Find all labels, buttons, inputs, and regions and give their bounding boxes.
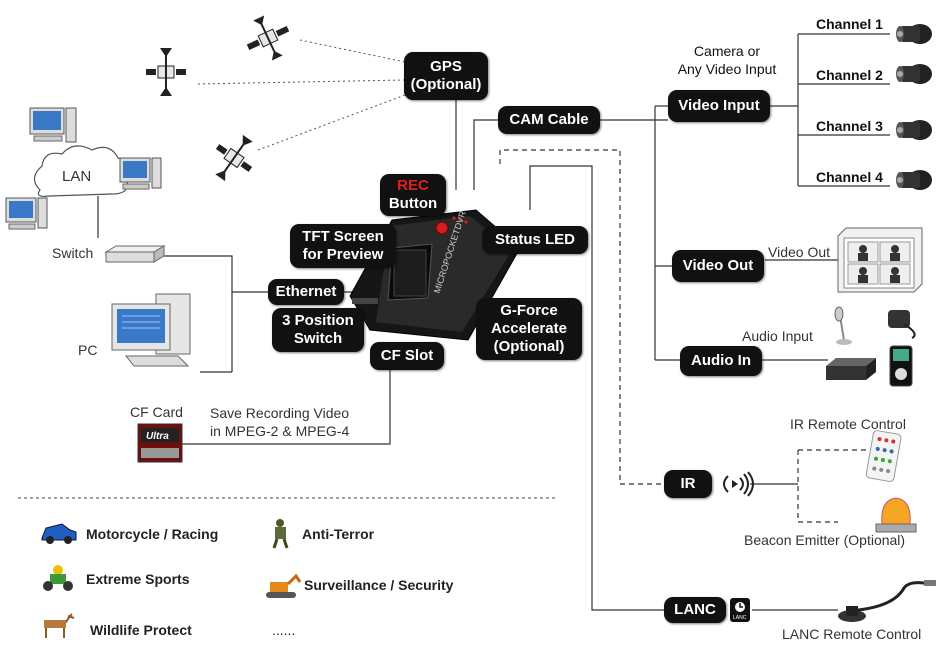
pc-label: PC (78, 342, 98, 358)
audio-in-label: Audio In (691, 352, 751, 369)
camera-input-line1: Camera or (693, 43, 761, 59)
ethernet-label: Ethernet (275, 283, 337, 300)
ir-dashed-lines (499, 149, 870, 523)
satellite-icon (215, 134, 253, 182)
channel-4-label: Channel 4 (816, 169, 883, 185)
network-switch-icon (104, 245, 166, 263)
deer-icon (44, 613, 75, 638)
tft-screen-pill: TFT Screen for Preview (290, 224, 396, 268)
quad-monitor-icon (837, 227, 923, 293)
video-out-label: Video Out (682, 257, 754, 274)
ir-remote-caption: IR Remote Control (790, 416, 906, 432)
audio-in-pill: Audio In (680, 346, 762, 376)
category-motorcycle-racing: Motorcycle / Racing (86, 526, 219, 542)
video-out-pill: Video Out (672, 250, 764, 282)
ethernet-pill: Ethernet (268, 279, 344, 305)
headset-icon (888, 310, 916, 339)
cf-slot-label: CF Slot (380, 347, 434, 364)
camera-icon (896, 120, 932, 140)
camera-icon (896, 64, 932, 84)
tft-line1: TFT Screen (302, 228, 384, 245)
lanc-label: LANC (674, 601, 716, 618)
cf-card-brand: Ultra (146, 431, 169, 442)
save-line2: in MPEG-2 & MPEG-4 (210, 423, 350, 439)
media-player-icon (889, 345, 913, 387)
switch-line1: 3 Position (282, 312, 354, 329)
beacon-caption: Beacon Emitter (Optional) (744, 532, 906, 548)
lanc-pill: LANC (664, 597, 726, 623)
rec-button-pill: REC Button (380, 174, 446, 216)
video-input-label: Video Input (678, 97, 760, 114)
ir-pill: IR (664, 470, 712, 498)
lanc-icon-text: LANC (733, 615, 747, 621)
connector-lines (97, 33, 890, 611)
video-out-caption: Video Out (768, 244, 831, 260)
camera-input-label: Camera or Any Video Input (668, 42, 786, 78)
status-led-label: Status LED (494, 231, 575, 248)
pc-icon (111, 293, 191, 367)
cf-card-label: CF Card (130, 404, 183, 420)
gforce-line2: Accelerate (491, 320, 567, 337)
save-recording-caption: Save Recording Video in MPEG-2 & MPEG-4 (210, 404, 349, 440)
status-led-pill: Status LED (482, 226, 588, 254)
ir-signal-icon (723, 471, 754, 497)
satellite-icon (246, 15, 290, 61)
gps-optional: (Optional) (410, 76, 482, 93)
computer-icon (5, 197, 48, 230)
lanc-remote-icon (838, 580, 936, 622)
rec-button-label: Button (388, 195, 438, 212)
switch-line2: Switch (293, 330, 343, 347)
gps-pill: GPS (Optional) (404, 52, 488, 100)
lanc-remote-caption: LANC Remote Control (782, 626, 922, 642)
satellite-icon (146, 48, 186, 96)
gforce-line3: (Optional) (493, 338, 565, 355)
gps-signal-lines (197, 39, 406, 151)
category-wildlife-protect: Wildlife Protect (90, 622, 192, 638)
channel-1-label: Channel 1 (816, 16, 883, 32)
video-input-pill: Video Input (668, 90, 770, 122)
soldier-icon (272, 519, 289, 549)
category-extreme-sports: Extreme Sports (86, 571, 190, 587)
switch-label: Switch (52, 245, 94, 261)
lan-label: LAN (62, 168, 92, 185)
camera-input-line2: Any Video Input (677, 61, 777, 77)
rec-label: REC (397, 177, 429, 194)
gforce-pill: G-Force Accelerate (Optional) (476, 298, 582, 360)
category-surveillance-security: Surveillance / Security (304, 577, 454, 593)
audio-input-caption: Audio Input (742, 328, 813, 344)
atv-icon (43, 565, 73, 591)
cam-cable-label: CAM Cable (509, 111, 589, 128)
channel-3-label: Channel 3 (816, 118, 883, 134)
ir-remote-icon (865, 430, 902, 482)
category-anti-terror: Anti-Terror (302, 526, 375, 542)
microphone-icon (834, 306, 852, 345)
save-line1: Save Recording Video (210, 405, 350, 421)
beacon-icon (875, 497, 917, 533)
camera-icon (896, 24, 932, 44)
computer-icon (119, 157, 162, 190)
camera-icon (896, 170, 932, 190)
lanc-icon: LANC (730, 598, 750, 622)
gps-title: GPS (430, 58, 462, 75)
car-icon (41, 523, 77, 544)
tft-line2: for Preview (302, 246, 384, 263)
cam-cable-pill: CAM Cable (498, 106, 600, 134)
lan-cloud-icon (33, 145, 130, 197)
audio-box-icon (826, 358, 876, 380)
excavator-icon (266, 573, 302, 598)
position-switch-pill: 3 Position Switch (272, 308, 364, 352)
cf-slot-pill: CF Slot (370, 342, 444, 370)
category-more: ...... (272, 622, 296, 638)
dvr-device: MICROPOCKETDVR (349, 209, 521, 341)
ir-label: IR (680, 475, 696, 492)
gforce-line1: G-Force (500, 302, 558, 319)
cf-card-icon: Ultra (137, 423, 183, 463)
computer-icon (29, 107, 77, 143)
channel-2-label: Channel 2 (816, 67, 883, 83)
